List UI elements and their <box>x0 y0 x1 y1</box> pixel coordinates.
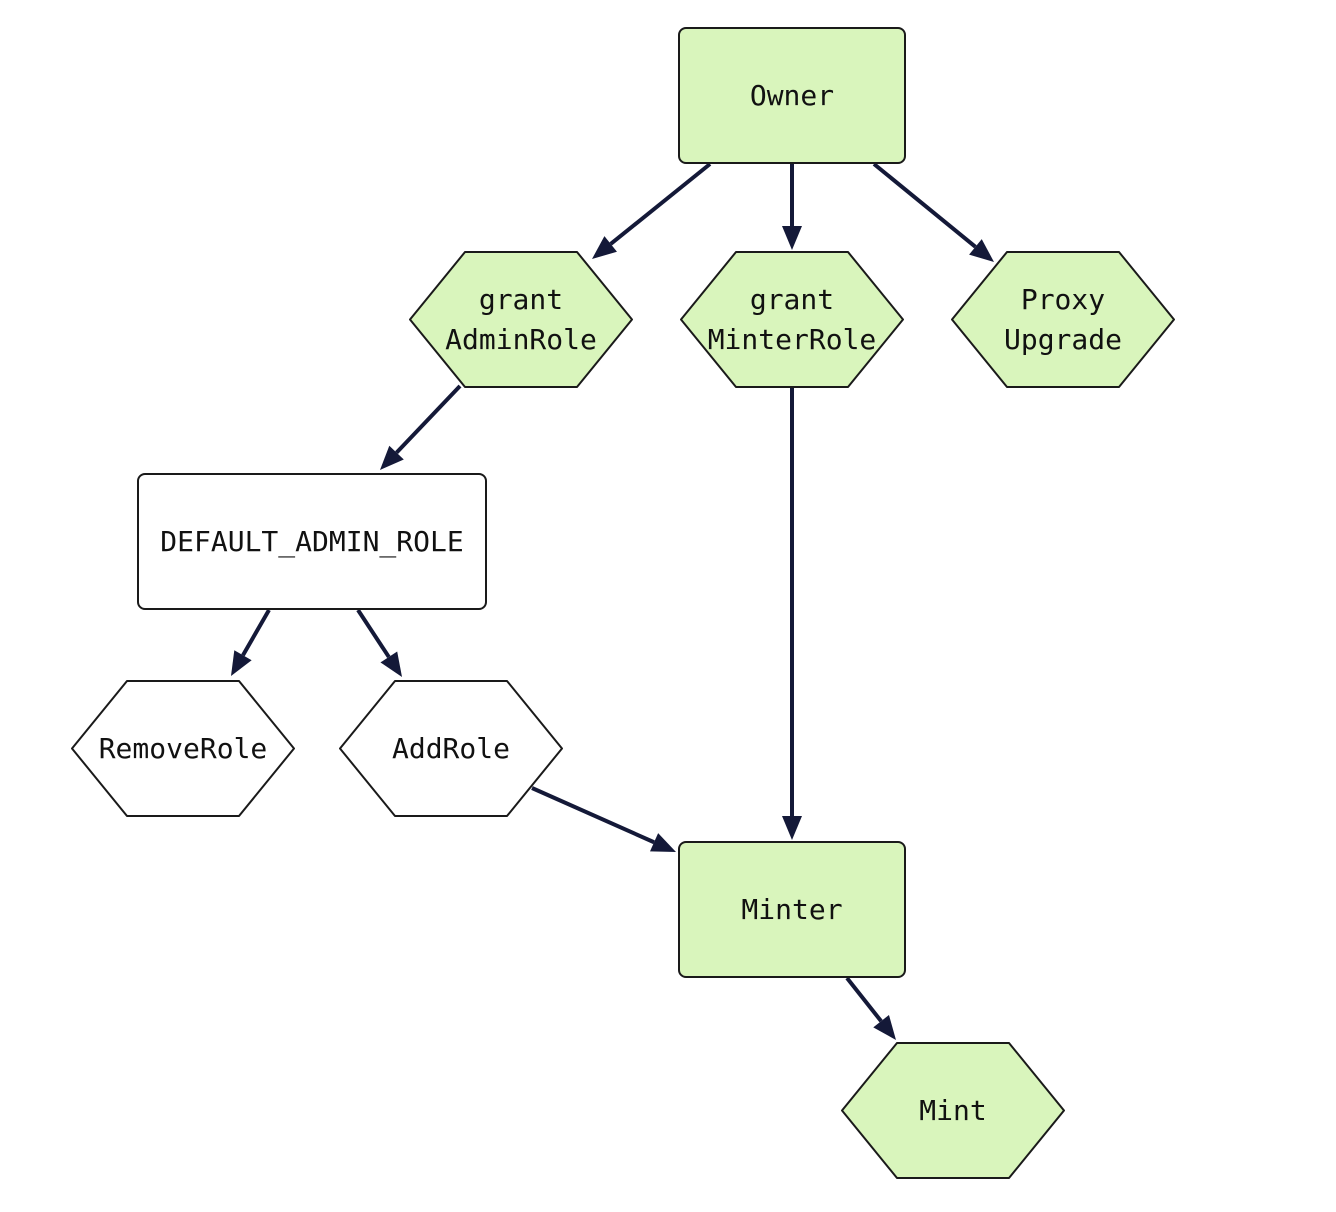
arrowhead-icon <box>380 651 402 677</box>
node-remove-role: RemoveRole <box>71 680 295 817</box>
node-label: MinterRole <box>708 323 877 356</box>
arrowhead-icon <box>592 236 617 259</box>
node-rect <box>137 473 487 610</box>
node-hexagon <box>951 251 1175 388</box>
edge-add-role-to-minter <box>531 786 676 852</box>
arrowhead-icon <box>873 1014 896 1040</box>
nodes-layer: OwnergrantAdminRolegrantMinterRoleProxyU… <box>71 27 1175 1179</box>
node-label: grant <box>479 283 563 316</box>
node-hexagon <box>680 251 904 388</box>
edges-layer <box>231 162 994 1040</box>
node-add-role: AddRole <box>339 680 563 817</box>
edge-line <box>395 384 462 455</box>
node-owner: Owner <box>678 27 906 164</box>
edge-line <box>241 609 271 657</box>
node-label: RemoveRole <box>99 732 268 765</box>
node-label: Minter <box>741 893 842 926</box>
edge-line <box>872 162 977 249</box>
node-minter: Minter <box>678 841 906 978</box>
edge-grant-admin-role-to-default-admin-role <box>380 384 462 470</box>
node-mint: Mint <box>841 1042 1065 1179</box>
edge-line <box>356 608 391 659</box>
node-label: Upgrade <box>1004 323 1122 356</box>
node-hexagon <box>409 251 633 388</box>
node-rect <box>678 27 906 164</box>
node-label: Mint <box>919 1094 986 1127</box>
node-default-admin-role: DEFAULT_ADMIN_ROLE <box>137 473 487 610</box>
edge-line <box>609 162 712 246</box>
node-label: grant <box>750 283 834 316</box>
edge-owner-to-grant-minter-role <box>782 164 802 250</box>
edge-line <box>531 786 655 845</box>
node-hexagon <box>71 680 295 817</box>
edge-minter-to-mint <box>845 976 896 1040</box>
node-label: Proxy <box>1021 283 1105 316</box>
edge-default-admin-role-to-add-role <box>356 608 402 677</box>
arrowhead-icon <box>650 833 676 852</box>
node-label: AddRole <box>392 732 510 765</box>
node-label: Owner <box>750 79 834 112</box>
arrowhead-icon <box>380 445 404 470</box>
edge-owner-to-grant-admin-role <box>592 162 712 259</box>
arrowhead-icon <box>969 239 994 262</box>
edge-grant-minter-role-to-minter <box>782 388 802 840</box>
arrowhead-icon <box>231 650 252 676</box>
node-hexagon <box>339 680 563 817</box>
edge-owner-to-proxy-upgrade <box>872 162 994 262</box>
node-label: AdminRole <box>445 323 597 356</box>
edge-line <box>845 976 883 1023</box>
edge-default-admin-role-to-remove-role <box>231 609 271 676</box>
arrowhead-icon <box>782 816 802 840</box>
node-hexagon <box>841 1042 1065 1179</box>
arrowhead-icon <box>782 226 802 250</box>
node-label: DEFAULT_ADMIN_ROLE <box>160 525 463 559</box>
node-rect <box>678 841 906 978</box>
